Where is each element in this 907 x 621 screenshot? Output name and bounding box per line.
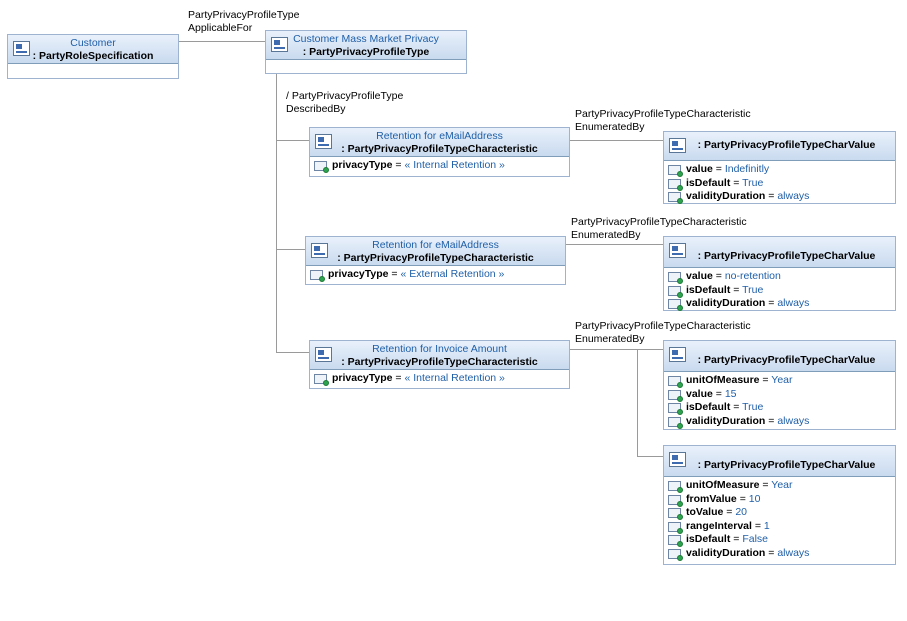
node-type: : PartyPrivacyProfileTypeCharacteristic [341,356,538,368]
enumerated-by-line-4 [637,349,663,457]
class-icon [271,37,288,52]
char-value-node-header: : PartyPrivacyProfileTypeCharValue [664,446,895,477]
attribute-row[interactable]: isDefault = True [668,284,895,298]
attribute-icon [668,416,683,429]
class-icon [669,452,686,467]
attribute-row[interactable]: isDefault = True [668,401,895,416]
attribute-row[interactable]: rangeInterval = 1 [668,520,895,534]
node-type: : PartyRoleSpecification [32,50,154,62]
enumerated-by-label-3: PartyPrivacyProfileTypeCharacteristic En… [575,320,751,345]
customer-node-header: Customer : PartyRoleSpecification [8,35,178,64]
attribute-icon [668,548,683,561]
node-type: : PartyPrivacyProfileType [302,46,430,58]
attribute-row[interactable]: validityDuration = always [668,297,895,312]
attribute-icon [668,165,683,177]
char-value-node-header: : PartyPrivacyProfileTypeCharValue [664,237,895,268]
attribute-icon [668,192,683,205]
attribute-list: privacyType = « Internal Retention » [310,370,569,388]
attribute-row[interactable]: validityDuration = always [668,415,895,429]
attribute-list: value = no-retention isDefault = True va… [664,268,895,313]
attribute-icon [310,270,325,282]
attribute-row[interactable]: privacyType = « External Retention » [310,268,565,282]
node-type: : PartyPrivacyProfileTypeCharacteristic [341,143,538,155]
attribute-icon [668,481,683,493]
class-icon [669,347,686,362]
node-name: Retention for Invoice Amount [372,343,507,355]
node-name: Retention for eMailAddress [372,239,499,251]
characteristic-node-header: Retention for eMailAddress : PartyPrivac… [306,237,565,266]
customer-node[interactable]: Customer : PartyRoleSpecification [7,34,179,79]
characteristic-node-header: Retention for eMailAddress : PartyPrivac… [310,128,569,157]
attribute-list: unitOfMeasure = Year value = 15 isDefaul… [664,372,895,430]
attribute-icon [668,285,683,298]
attribute-list: value = Indefinitly isDefault = True val… [664,161,895,206]
attribute-list: unitOfMeasure = Year fromValue = 10 toVa… [664,477,895,563]
privacy-profile-node-header: Customer Mass Market Privacy : PartyPriv… [266,31,466,60]
class-icon [315,347,332,362]
attribute-icon [314,161,329,173]
attribute-icon [314,374,329,386]
attribute-icon [668,508,683,521]
attribute-icon [668,403,683,416]
attribute-icon [668,178,683,191]
attribute-row[interactable]: value = Indefinitly [668,163,895,177]
char-value-node-header: : PartyPrivacyProfileTypeCharValue [664,132,895,161]
characteristic-node-header: Retention for Invoice Amount : PartyPriv… [310,341,569,370]
class-icon [315,134,332,149]
class-icon [669,243,686,258]
attribute-row[interactable]: fromValue = 10 [668,493,895,507]
described-by-label: / PartyPrivacyProfileType DescribedBy [286,90,404,115]
applicable-for-label: PartyPrivacyProfileType ApplicableFor [188,9,300,34]
class-icon [13,41,30,56]
attribute-row[interactable]: privacyType = « Internal Retention » [314,372,569,386]
attribute-icon [668,521,683,534]
characteristic-node-3[interactable]: Retention for Invoice Amount : PartyPriv… [309,340,570,389]
attribute-list: privacyType = « Internal Retention » [310,157,569,175]
class-icon [311,243,328,258]
node-type: : PartyPrivacyProfileTypeCharacteristic [337,252,534,264]
class-icon [669,138,686,153]
enumerated-by-label-1: PartyPrivacyProfileTypeCharacteristic En… [575,108,751,133]
attribute-icon [668,389,683,402]
attribute-row[interactable]: unitOfMeasure = Year [668,374,895,388]
node-type: : PartyPrivacyProfileTypeCharValue [697,354,876,366]
node-name: Customer [70,37,116,49]
node-type: : PartyPrivacyProfileTypeCharValue [697,139,876,151]
attribute-icon [668,376,683,388]
attribute-icon [668,299,683,312]
enumerated-by-label-2: PartyPrivacyProfileTypeCharacteristic En… [571,216,747,241]
attribute-row[interactable]: toValue = 20 [668,506,895,521]
attribute-row[interactable]: unitOfMeasure = Year [668,479,895,493]
char-value-node-2[interactable]: : PartyPrivacyProfileTypeCharValue value… [663,236,896,313]
attribute-row[interactable]: isDefault = False [668,533,895,548]
attribute-icon [668,535,683,548]
attribute-row[interactable]: value = no-retention [668,270,895,284]
node-type: : PartyPrivacyProfileTypeCharValue [697,459,876,471]
char-value-node-header: : PartyPrivacyProfileTypeCharValue [664,341,895,372]
characteristic-node-1[interactable]: Retention for eMailAddress : PartyPrivac… [309,127,570,177]
attribute-row[interactable]: validityDuration = always [668,547,895,561]
attribute-row[interactable]: privacyType = « Internal Retention » [314,159,569,173]
char-value-node-1[interactable]: : PartyPrivacyProfileTypeCharValue value… [663,131,896,206]
attribute-list: privacyType = « External Retention » [306,266,565,284]
node-type: : PartyPrivacyProfileTypeCharValue [697,250,876,262]
attribute-row[interactable]: isDefault = True [668,177,895,191]
node-name: Retention for eMailAddress [376,130,503,142]
attribute-row[interactable]: validityDuration = always [668,190,895,205]
attribute-icon [668,272,683,284]
privacy-profile-node[interactable]: Customer Mass Market Privacy : PartyPriv… [265,30,467,74]
characteristic-node-2[interactable]: Retention for eMailAddress : PartyPrivac… [305,236,566,285]
node-name: Customer Mass Market Privacy [293,33,439,45]
char-value-node-3[interactable]: : PartyPrivacyProfileTypeCharValue unitO… [663,340,896,430]
attribute-icon [668,494,683,507]
char-value-node-4[interactable]: : PartyPrivacyProfileTypeCharValue unitO… [663,445,896,565]
attribute-row[interactable]: value = 15 [668,388,895,402]
